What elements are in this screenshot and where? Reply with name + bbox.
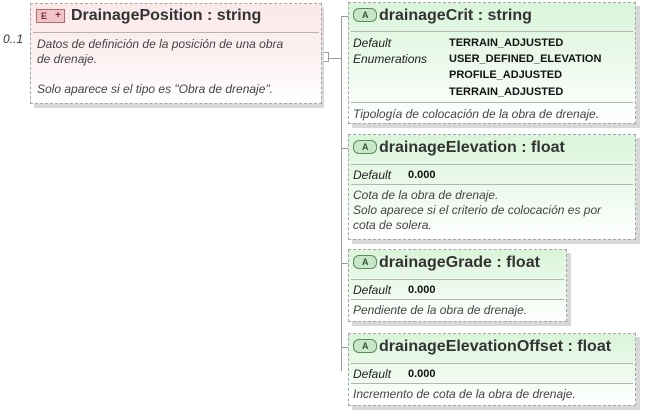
connector-branch-1 xyxy=(341,16,349,17)
attribute-title: drainageCrit : string xyxy=(379,7,532,24)
enumerations-label: Enumerations xyxy=(353,52,428,66)
default-label: Default xyxy=(353,367,392,381)
default-value: 0.000 xyxy=(408,169,436,181)
attribute-drainage-elevation-offset[interactable]: A drainageElevationOffset : float Defaul… xyxy=(348,333,636,406)
attribute-drainage-grade[interactable]: A drainageGrade : float Default 0.000 Pe… xyxy=(348,249,567,322)
element-drainage-position[interactable]: E+ DrainagePosition : string Datos de de… xyxy=(30,3,322,104)
enumeration-value: USER_DEFINED_ELEVATION xyxy=(449,53,602,65)
attribute-separator xyxy=(351,31,633,32)
default-label: Default xyxy=(353,36,392,50)
element-separator xyxy=(33,32,319,33)
attribute-separator xyxy=(351,363,633,364)
default-value: 0.000 xyxy=(408,284,436,296)
attribute-separator xyxy=(351,383,633,384)
connector-branch-3 xyxy=(341,263,349,264)
attribute-badge-icon: A xyxy=(353,8,377,22)
attribute-separator xyxy=(351,164,633,165)
attribute-separator xyxy=(351,184,633,185)
enumeration-value: PROFILE_ADJUSTED xyxy=(449,69,563,81)
attribute-title: drainageGrade : float xyxy=(379,254,540,271)
connector-trunk xyxy=(341,16,342,371)
attribute-separator xyxy=(351,279,564,280)
attribute-title: drainageElevation : float xyxy=(379,139,565,156)
attribute-description: Pendiente de la obra de drenaje. xyxy=(353,303,528,317)
connector-branch-2 xyxy=(341,148,349,149)
multiplicity-label: 0..1 xyxy=(3,32,24,46)
attribute-badge-icon: A xyxy=(353,339,377,353)
attribute-title: drainageElevationOffset : float xyxy=(379,338,612,355)
attribute-description: Tipología de colocación de la obra de dr… xyxy=(353,107,600,121)
default-label: Default xyxy=(353,168,392,182)
connector-branch-4 xyxy=(341,347,349,348)
element-title: DrainagePosition : string xyxy=(71,7,262,24)
default-label: Default xyxy=(353,283,392,297)
element-description: Datos de definición de la posición de un… xyxy=(37,37,284,96)
default-value: TERRAIN_ADJUSTED xyxy=(449,37,564,49)
default-value: 0.000 xyxy=(408,368,436,380)
attribute-badge-icon: A xyxy=(353,140,377,154)
connector-main xyxy=(322,58,342,59)
element-badge-icon: E+ xyxy=(36,9,65,23)
attribute-separator xyxy=(351,299,564,300)
attribute-drainage-elevation[interactable]: A drainageElevation : float Default 0.00… xyxy=(348,134,636,240)
enumeration-value: TERRAIN_ADJUSTED xyxy=(449,86,564,98)
attribute-description: Cota de la obra de drenaje. Solo aparece… xyxy=(353,188,602,232)
attribute-description: Incremento de cota de la obra de drenaje… xyxy=(353,387,576,401)
attribute-drainage-crit[interactable]: A drainageCrit : string Default TERRAIN_… xyxy=(348,2,636,124)
attribute-badge-icon: A xyxy=(353,255,377,269)
attribute-separator xyxy=(351,102,633,103)
